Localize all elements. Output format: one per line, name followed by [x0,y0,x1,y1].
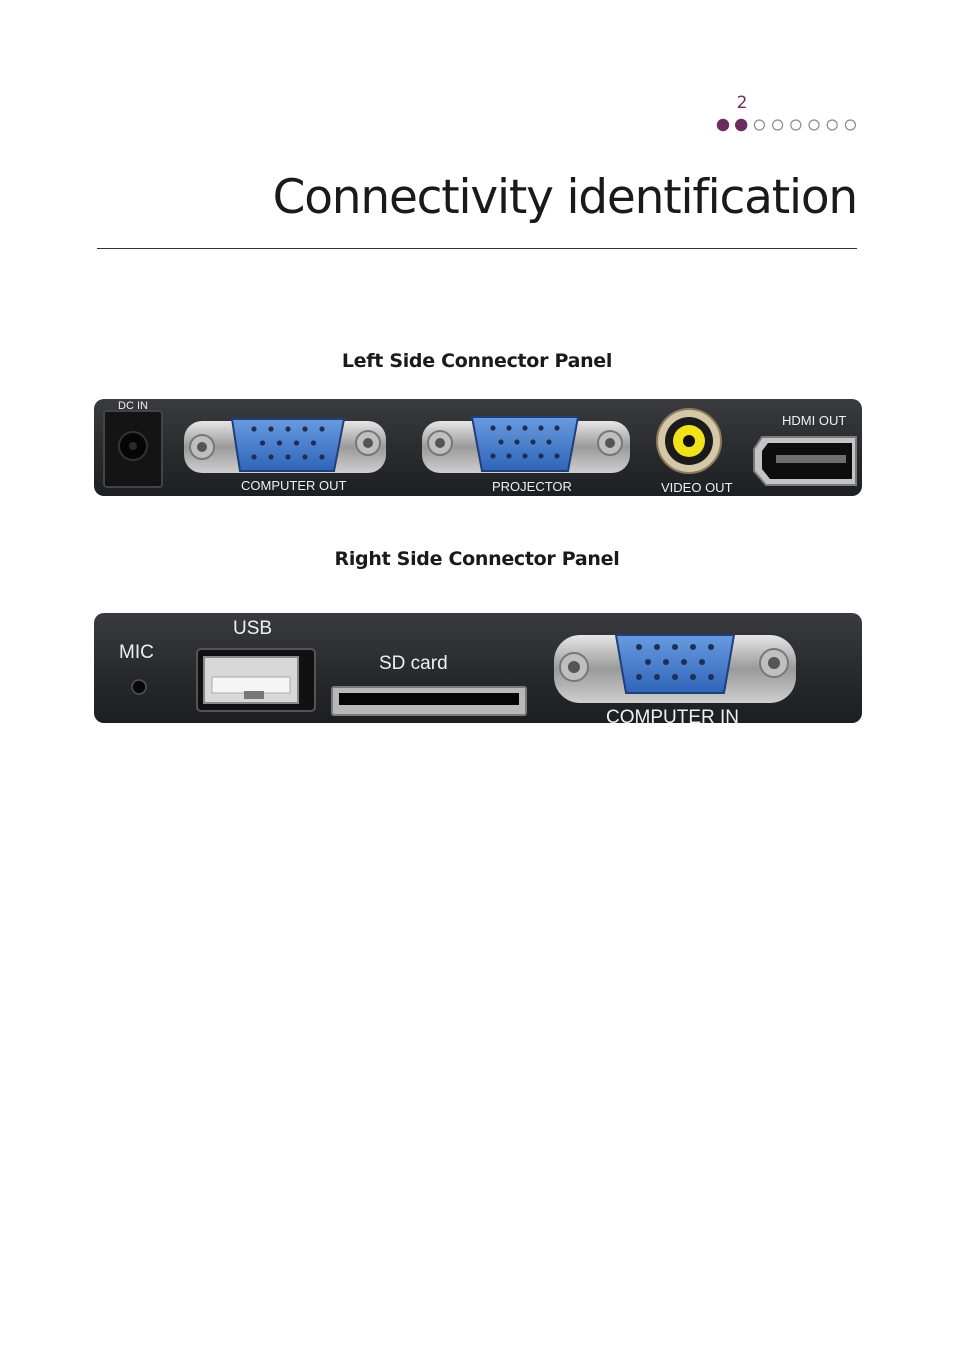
video-out-rca-port [656,408,722,474]
vga-pin [654,674,660,680]
computer-out-label: COMPUTER OUT [241,478,347,493]
vga-pin [293,440,300,446]
progress-dot-empty [753,119,766,131]
progress-dot-filled [716,118,730,132]
vga-pin [554,453,560,459]
dc-in-port [103,410,163,488]
vga-pin [690,644,696,650]
vga-pin [259,440,266,446]
vga-pin [319,426,325,432]
progress-dot-filled [735,118,748,132]
vga-pin [690,674,696,680]
vga-pin [498,439,504,445]
progress-dot-empty [826,119,838,131]
vga-pin [699,659,705,665]
vga-pin [490,425,496,431]
vga-pin [285,454,291,460]
progress-dot-empty [771,119,784,131]
vga-pin [302,426,308,432]
vga-pin [302,454,308,460]
vga-pin [672,674,678,680]
vga-pin [268,426,274,432]
right-panel-caption: Right Side Connector Panel [334,548,620,570]
vga-pin [546,439,552,445]
vga-pin [636,674,642,680]
vga-pin [490,453,496,459]
vga-pin [554,425,560,431]
dc-in-label: DC IN [118,400,148,412]
vga-pin [681,659,687,665]
mic-jack [131,679,147,695]
page-progress-dots [716,118,856,132]
vga-pin [522,453,528,459]
title-divider [97,248,857,249]
right-connector-panel-image: MIC USB SD card COMPUTER IN [94,613,862,723]
left-panel-caption: Left Side Connector Panel [341,350,613,372]
vga-pin [506,453,512,459]
vga-pin [285,426,291,432]
sd-card-label: SD card [379,653,448,674]
hdmi-out-label: HDMI OUT [782,413,846,428]
computer-in-vga-port [554,634,796,703]
vga-pin [310,440,317,446]
vga-pin [538,453,544,459]
vga-pin [663,659,669,665]
vga-pin [319,454,325,460]
progress-dot-empty [844,119,856,131]
vga-pin [708,644,714,650]
page-number: 2 [736,93,748,113]
usb-label: USB [233,618,272,639]
computer-in-label: COMPUTER IN [606,707,739,723]
vga-pin [654,644,660,650]
video-out-label: VIDEO OUT [661,480,733,495]
vga-pin [268,454,274,460]
hdmi-out-port [753,436,857,486]
sd-card-slot [331,686,527,716]
vga-pin [708,674,714,680]
projector-label: PROJECTOR [492,479,572,494]
vga-pin [672,644,678,650]
vga-pin [522,425,528,431]
computer-out-vga-port [184,418,386,473]
projector-vga-port [422,416,630,473]
vga-pin [276,440,283,446]
vga-pin [251,454,257,460]
page-title: Connectivity identification [272,170,859,225]
vga-pin [636,644,642,650]
mic-label: MIC [119,642,154,663]
vga-pin [251,426,257,432]
vga-pin [538,425,544,431]
vga-pin [645,659,651,665]
vga-pin [514,439,520,445]
progress-dot-empty [808,119,820,131]
vga-pin [530,439,536,445]
left-connector-panel-image: DC IN COMPUTER OUT PROJECTOR VIDEO OUT H… [94,399,862,496]
vga-pin [506,425,512,431]
usb-port [196,648,316,712]
progress-dot-empty [790,119,802,131]
